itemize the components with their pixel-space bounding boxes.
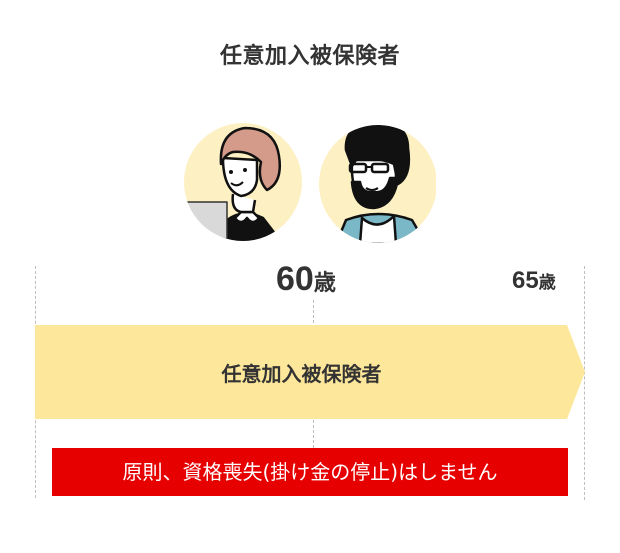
voluntary-insured-period-band [35,325,585,419]
age-65-label: 65歳 [512,267,556,294]
age-60-label: 60歳 [276,260,336,298]
notice-banner: 原則、資格喪失(掛け金の停止)はしません [52,448,568,496]
page-title: 任意加入被保険者 [219,44,400,69]
band-label: 任意加入被保険者 [221,362,382,386]
age-65-line [584,266,585,500]
woman-avatar-icon [184,123,302,241]
man-avatar-icon [319,125,436,243]
